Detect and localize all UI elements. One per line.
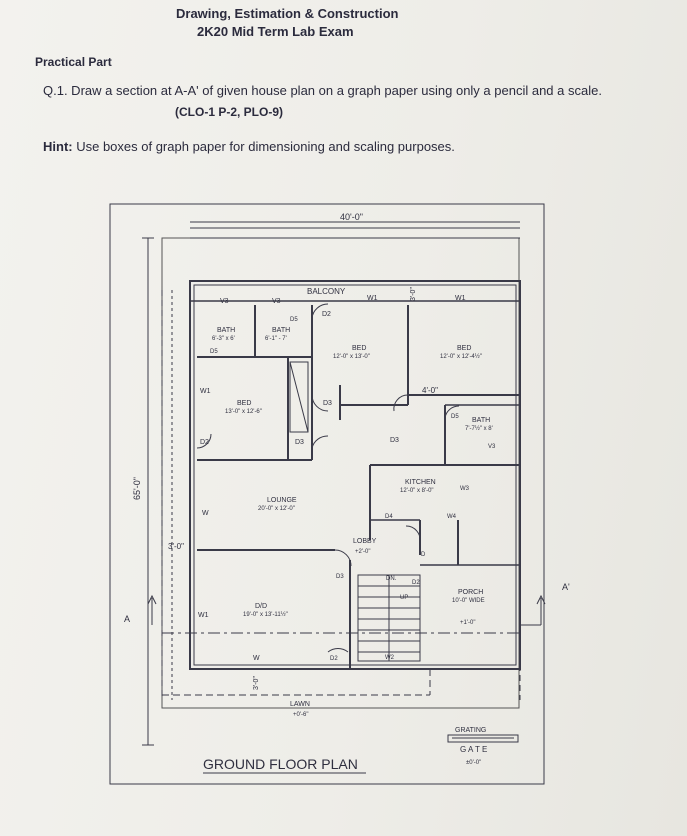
hint-label: Hint: (43, 139, 73, 154)
exam-title: 2K20 Mid Term Lab Exam (197, 24, 354, 39)
room-lounge-dim: 20'-0" x 12'-0" (258, 506, 295, 512)
room-lawn: LAWN (290, 701, 310, 708)
opening-dn: DN. (386, 576, 397, 582)
opening-d4: D4 (385, 514, 393, 520)
room-kitchen: KITCHEN (405, 479, 436, 486)
room-dd: D/D (255, 603, 267, 610)
label-grating: GRATING (455, 727, 486, 734)
opening-w-a: W (202, 510, 209, 517)
room-porch-lvl: +1'-0" (460, 620, 475, 626)
room-dd-dim: 19'-0" x 13'-11½" (243, 611, 288, 618)
room-porch-dim: 10'-0" WIDE (452, 598, 485, 604)
room-bed-left-dim: 13'-0" x 12'-6" (225, 409, 262, 415)
room-lobby: LOBBY (353, 538, 377, 545)
course-title: Drawing, Estimation & Construction (176, 6, 399, 21)
dim-depth: 65'-0" (132, 477, 142, 500)
opening-v3b: V3 (272, 298, 281, 305)
section-marker-left: A (124, 614, 130, 624)
question-clo: (CLO-1 P-2, PLO-9) (175, 105, 284, 119)
opening-d5a: D5 (290, 317, 298, 323)
label-gate: G A T E (460, 745, 487, 754)
opening-d5c: D5 (451, 414, 459, 420)
hint-line: Hint: Use boxes of graph paper for dimen… (43, 139, 455, 154)
opening-v3c: V3 (488, 444, 496, 450)
room-bed-left: BED (237, 400, 251, 407)
opening-d2b: D2 (200, 439, 209, 446)
room-kitchen-dim: 12'-0" x 8'-0" (400, 488, 434, 494)
drawing-border (109, 203, 545, 785)
room-bath2-dim: 6'-1" - 7' (265, 336, 287, 342)
section-marker-right: A' (562, 582, 570, 592)
room-bath1-dim: 6'-3" x 6' (212, 336, 235, 342)
room-bath1: BATH (217, 327, 235, 334)
opening-w-b: W (253, 655, 260, 662)
opening-d5b: D5 (210, 349, 218, 355)
opening-d3a: D3 (323, 400, 332, 407)
room-bath3-dim: 7'-7½" x 8' (465, 425, 493, 432)
label-gate-lvl: ±0'-0" (466, 760, 481, 766)
opening-d3c: D3 (390, 437, 399, 444)
dim-3ft-left: 3'-0" (168, 542, 184, 551)
label-balcony: BALCONY (307, 287, 346, 296)
dim-3ft-top: 3'-0" (410, 287, 417, 301)
house-outer-walls (189, 280, 521, 670)
room-porch: PORCH (458, 589, 483, 596)
dim-width: 40'-0" (340, 212, 363, 222)
opening-d3b: D3 (295, 439, 304, 446)
room-bath2: BATH (272, 327, 290, 334)
opening-w3: W3 (460, 486, 470, 492)
opening-w1d: W1 (198, 612, 209, 619)
opening-w4: W4 (447, 514, 457, 520)
plan-title: GROUND FLOOR PLAN (203, 756, 358, 772)
opening-w1b: W1 (455, 295, 466, 302)
opening-d3d: D3 (336, 574, 344, 580)
section-heading: Practical Part (35, 55, 112, 69)
opening-up: UP (400, 595, 408, 601)
dim-3ft-bottom: 3'-0" (253, 676, 260, 690)
room-bed-right-dim: 12'-0" x 12'-4½" (440, 353, 482, 360)
room-lobby-lvl: +2'-0" (355, 549, 370, 555)
opening-d: D (421, 552, 426, 558)
room-bed-top: BED (352, 345, 366, 352)
dim-4ft: 4'-0" (422, 386, 438, 395)
opening-w2: W2 (385, 655, 395, 661)
opening-d2d: D2 (330, 656, 338, 662)
room-bed-top-dim: 12'-0" x 13'-0" (333, 354, 370, 360)
question-text: Q.1. Draw a section at A-A' of given hou… (43, 83, 602, 98)
room-bed-right: BED (457, 345, 471, 352)
opening-d2a: D2 (322, 311, 331, 318)
room-lawn-lvl: +0'-6" (293, 712, 308, 718)
room-bath3: BATH (472, 417, 490, 424)
opening-v3a: V3 (220, 298, 229, 305)
room-lounge: LOUNGE (267, 497, 297, 504)
opening-w1c: W1 (200, 388, 211, 395)
hint-text: Use boxes of graph paper for dimensionin… (72, 139, 455, 154)
opening-d2c: D2 (412, 580, 420, 586)
opening-w1a: W1 (367, 295, 378, 302)
